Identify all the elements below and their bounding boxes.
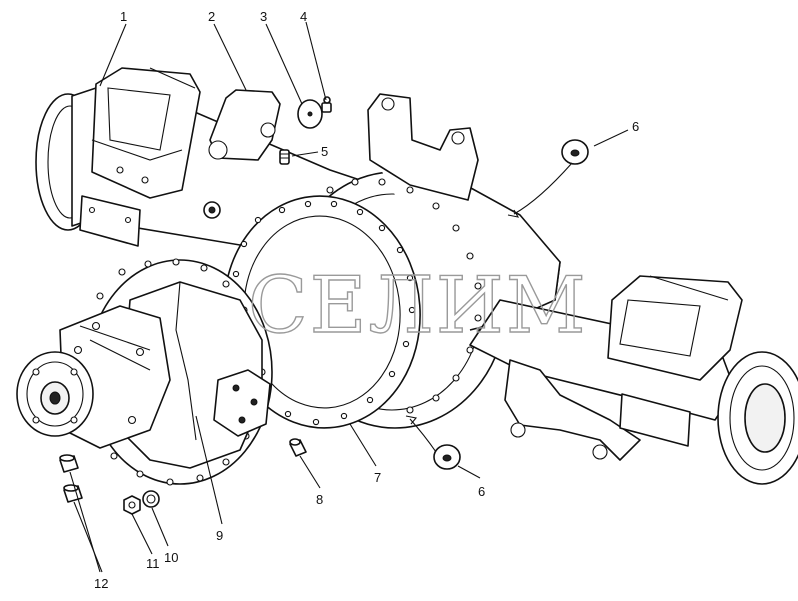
part-3-washer xyxy=(297,99,323,129)
callout-2: 2 xyxy=(208,9,215,24)
callout-8: 8 xyxy=(316,492,323,507)
part-6-plug-bottom xyxy=(433,444,461,470)
leader-lines xyxy=(69,21,629,573)
banjo-flange-holes xyxy=(326,178,482,414)
part-8-pin xyxy=(289,438,307,457)
watermark-text: СЕЛИМ xyxy=(248,261,588,351)
callout-labels: 1 2 3 4 5 6 6 7 8 9 10 11 12 xyxy=(94,9,639,591)
left-lower-plate xyxy=(79,195,141,247)
part-10-washer xyxy=(142,490,160,508)
callout-3: 3 xyxy=(260,9,267,24)
callout-9: 9 xyxy=(216,528,223,543)
callout-6-top: 6 xyxy=(632,119,639,134)
right-lower-plate xyxy=(619,393,691,447)
part-6-plug-top xyxy=(561,139,589,165)
carrier-side-boss xyxy=(213,369,271,437)
part-12-stud-lower xyxy=(63,484,83,503)
callout-4: 4 xyxy=(300,9,307,24)
part-12-stud-upper xyxy=(59,454,79,473)
callout-12: 12 xyxy=(94,576,108,591)
callout-5: 5 xyxy=(321,144,328,159)
callout-10: 10 xyxy=(164,550,178,565)
part-9-carrier xyxy=(16,258,273,486)
callout-7: 7 xyxy=(374,470,381,485)
left-spring-pad xyxy=(91,67,201,199)
part-2-bracket xyxy=(208,89,281,161)
callout-1: 1 xyxy=(120,9,127,24)
top-bracket xyxy=(367,93,479,201)
callout-6-bottom: 6 xyxy=(478,484,485,499)
part-5-plug xyxy=(279,149,290,165)
part-4-nipple xyxy=(321,96,332,113)
callout-11: 11 xyxy=(146,556,160,571)
part-11-nut xyxy=(123,495,141,515)
right-lower-bracket xyxy=(504,359,641,461)
